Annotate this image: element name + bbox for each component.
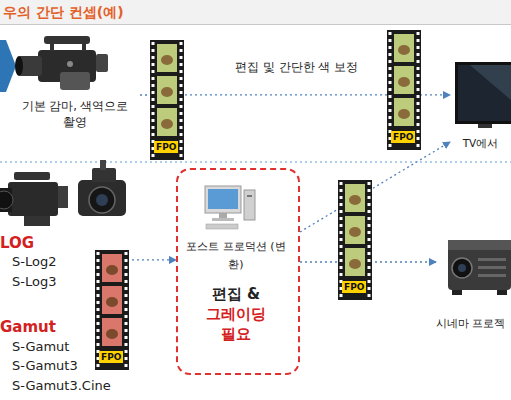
node-text: 시네마 프로젝 [436, 316, 511, 330]
tv-node: TV에서 [450, 60, 511, 155]
edge-label: 편집 및 간단한 색 보정 [235, 59, 355, 75]
computer-icon-part [247, 195, 252, 197]
mirrorless-camera-icon-part [92, 168, 116, 182]
cinema-camera-icon-part [0, 188, 12, 212]
node-text: LOG [0, 234, 90, 252]
mirrorless-camera-icon-part [100, 160, 106, 170]
mirrorless-camera-icon-part [89, 187, 115, 213]
node-text: S-Gamut [12, 338, 122, 355]
computer-icon-part [208, 189, 238, 209]
cinema-camera-icon-part [58, 186, 68, 208]
computer-icon-part [205, 186, 241, 213]
projector-icon [448, 240, 511, 295]
camcorder-icon-part [60, 72, 90, 90]
projector-icon-part [478, 258, 506, 261]
tv-icon-part [458, 65, 511, 121]
cinema-camera-icon-part [8, 182, 58, 216]
node-text: TV에서 [450, 136, 511, 150]
tv-icon [455, 62, 511, 128]
cinema-camera-icon-part [0, 191, 13, 209]
projector-icon-part [448, 240, 511, 290]
node-text: S-Gamut3.Cine [12, 377, 130, 394]
fpo-tag: FPO [154, 141, 178, 153]
node-text: 그레이딩 필요 [196, 304, 276, 344]
camcorder-icon-part [50, 43, 54, 51]
film-strip [150, 40, 184, 160]
projector-icon-part [497, 290, 507, 295]
projector-icon-part [478, 274, 506, 277]
camcorder-icon-part [82, 43, 86, 51]
tv-icon-part [455, 62, 511, 124]
camcorder-icon-part [67, 61, 73, 67]
projector-icon-part [458, 264, 466, 272]
projector-node: 시네마 프로젝 [436, 228, 511, 333]
projector-icon-part [452, 290, 462, 295]
fpo-tag: FPO [99, 351, 123, 363]
dotted-arrow [140, 94, 450, 95]
dotted-arrow [300, 261, 436, 262]
separator-line-part [0, 162, 511, 163]
computer-icon-part [219, 213, 227, 218]
node-text: S-Log3 [12, 273, 102, 290]
mirrorless-camera-icon-part [78, 180, 126, 216]
computer-icon-part [206, 224, 238, 229]
diagram-title: 우의 간단 컨셉(예) [3, 3, 124, 21]
node-text: 포스트 프로덕션 (변환) [186, 238, 286, 274]
camera-group-node: LOGS-Log2S-Log3GamutS-GamutS-Gamut3S-Gam… [0, 165, 132, 397]
film-strip-part [150, 40, 184, 160]
film-strip-part [387, 30, 421, 150]
dotted-arrow [300, 142, 450, 232]
computer-icon-part [212, 218, 234, 221]
computer-icon [205, 186, 255, 229]
camcorder-icon [15, 36, 108, 90]
computer-icon-part [244, 190, 255, 220]
node-text: 기본 감마, 색역으로 촬영 [17, 98, 133, 130]
post-production-box: 포스트 프로덕션 (변환) 편집 &그레이딩 필요 [176, 168, 300, 375]
camcorder-icon-part [18, 56, 42, 76]
node-text: S-Gamut3 [12, 357, 122, 374]
dotted-arrow [132, 259, 176, 260]
blue-input-arrow [0, 40, 16, 92]
film-strip [387, 30, 421, 150]
projector-icon-part [448, 240, 511, 250]
film-strip-part [338, 180, 372, 300]
cinema-camera-icon-part [14, 172, 50, 180]
projector-icon-part [452, 258, 472, 278]
camcorder-icon-part [38, 50, 96, 82]
film-strip-part [95, 250, 129, 370]
node-text: S-Log2 [12, 253, 102, 270]
camcorder-icon-part [96, 54, 108, 72]
tv-icon-part [470, 65, 511, 100]
projector-icon-part [478, 266, 506, 269]
camcorder-icon-part [44, 36, 90, 44]
cinema-camera-icon [0, 172, 68, 226]
cinema-camera-icon-part [24, 216, 50, 226]
film-strip [95, 250, 129, 370]
tv-icon-part [478, 124, 492, 128]
film-strip [338, 180, 372, 300]
separator-line [0, 162, 511, 163]
fpo-tag: FPO [342, 281, 366, 293]
fpo-tag: FPO [391, 131, 415, 143]
camcorder-icon-part [15, 56, 23, 76]
mirrorless-camera-icon-part [96, 194, 108, 206]
node-text: Gamut [0, 318, 90, 336]
mirrorless-camera-icon [78, 160, 126, 216]
camcorder-node: 기본 감마, 색역으로 촬영 [10, 28, 140, 132]
blue-input-arrow-part [0, 40, 16, 92]
node-text: 편집 & [186, 284, 286, 304]
